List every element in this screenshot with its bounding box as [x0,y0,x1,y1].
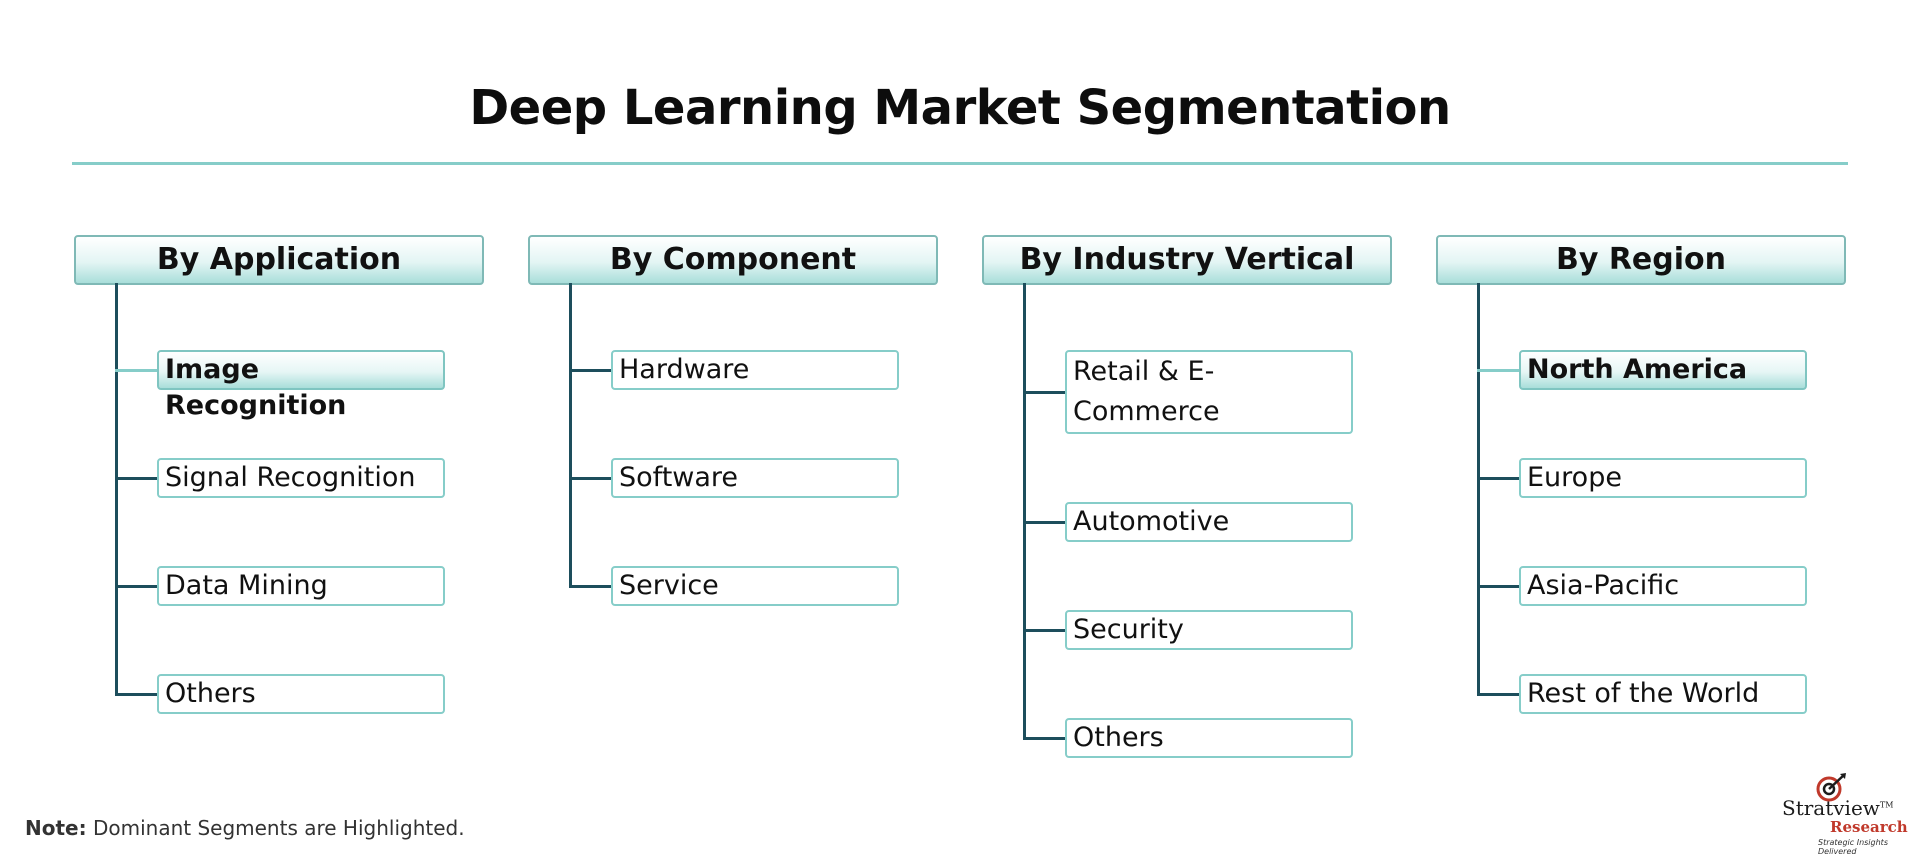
target-arrow-icon [1816,773,1846,802]
column-header: By Region [1436,235,1846,285]
segment-hardware: Hardware [611,350,899,390]
column-header: By Industry Vertical [982,235,1392,285]
connector-branch [1023,629,1065,632]
segment-service: Service [611,566,899,606]
connector-branch [1477,585,1519,588]
column-header: By Component [528,235,938,285]
segment-security: Security [1065,610,1353,650]
connector-trunk [1477,283,1480,696]
stratview-logo: StratviewTM Research Strategic Insights … [1778,772,1918,856]
diagram-title: Deep Learning Market Segmentation [469,80,1451,136]
segment-image-recognition: Image Recognition [157,350,445,421]
connector-branch [115,693,157,696]
connector-branch [115,369,157,372]
title-divider [72,162,1848,165]
column-header: By Application [74,235,484,285]
connector-branch [115,585,157,588]
connector-branch [1023,737,1065,740]
logo-name: StratviewTM [1782,796,1894,820]
footnote-label: Note: [25,816,87,840]
segment-others: Others [157,674,445,714]
connector-branch [1023,521,1065,524]
segment-automotive: Automotive [1065,502,1353,542]
connector-branch [1023,391,1065,394]
footnote: Note: Dominant Segments are Highlighted. [25,816,465,840]
connector-branch [1477,369,1519,372]
footnote-text: Dominant Segments are Highlighted. [92,816,465,840]
segment-software: Software [611,458,899,498]
connector-trunk [1023,283,1026,740]
connector-branch [1477,477,1519,480]
segment-asia-pacific: Asia-Pacific [1519,566,1807,606]
connector-branch [569,585,611,588]
segment-data-mining: Data Mining [157,566,445,606]
connector-branch [1477,693,1519,696]
segment-retail-and-e-commerce: Retail & E-Commerce [1065,350,1353,434]
logo-tagline: Strategic Insights Delivered [1818,838,1888,856]
segment-north-america: North America [1519,350,1807,390]
segment-rest-of-the-world: Rest of the World [1519,674,1807,714]
segment-europe: Europe [1519,458,1807,498]
segment-others: Others [1065,718,1353,758]
logo-subtitle: Research [1830,818,1908,836]
connector-branch [115,477,157,480]
segment-signal-recognition: Signal Recognition [157,458,445,498]
connector-trunk [569,283,572,588]
connector-branch [569,477,611,480]
connector-trunk [115,283,118,696]
connector-branch [569,369,611,372]
